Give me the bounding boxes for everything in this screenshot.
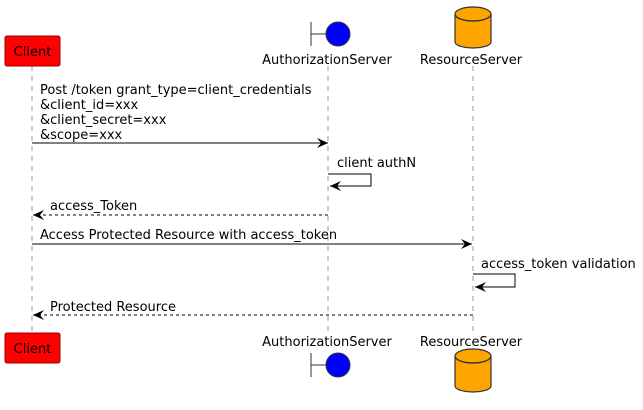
message-token-validation: access_token validation	[473, 257, 636, 292]
auth-label-top: AuthorizationServer	[262, 53, 392, 68]
client-label-top: Client	[14, 45, 52, 60]
resource-participant-bottom[interactable]: ResourceServer	[420, 335, 523, 393]
message-access-token: access_Token	[33, 199, 328, 220]
message-access-resource: Access Protected Resource with access_to…	[32, 228, 472, 249]
message-post-token-line-2: &client_id=xxx	[40, 98, 138, 113]
message-token-validation-label: access_token validation	[481, 257, 636, 272]
message-protected-resource: Protected Resource	[33, 300, 473, 320]
client-participant-top[interactable]: Client	[4, 35, 61, 67]
message-access-resource-label: Access Protected Resource with access_to…	[40, 228, 337, 243]
auth-participant-top[interactable]: AuthorizationServer	[262, 21, 393, 68]
client-participant-bottom[interactable]: Client	[4, 332, 61, 364]
message-post-token-line-4: &scope=xxx	[40, 128, 123, 143]
resource-label-top: ResourceServer	[420, 53, 523, 68]
client-label-bottom: Client	[14, 342, 52, 357]
message-post-token: Post /token grant_type=client_credential…	[32, 83, 328, 148]
resource-label-bottom: ResourceServer	[420, 335, 523, 350]
auth-label-bottom: AuthorizationServer	[262, 335, 392, 350]
database-icon-top	[454, 14, 492, 49]
database-icon-bottom	[454, 356, 492, 393]
message-protected-resource-label: Protected Resource	[50, 300, 176, 315]
resource-participant-top[interactable]: ResourceServer	[420, 6, 523, 68]
auth-participant-bottom[interactable]: AuthorizationServer	[262, 335, 393, 378]
boundary-icon-top	[325, 21, 351, 47]
message-client-authn: client authN	[328, 156, 416, 191]
message-client-authn-arrow	[328, 173, 372, 191]
message-token-validation-arrow	[473, 273, 516, 292]
boundary-icon-bottom	[325, 352, 351, 378]
message-access-token-label: access_Token	[50, 199, 137, 214]
message-post-token-line-1: Post /token grant_type=client_credential…	[40, 83, 312, 98]
message-client-authn-label: client authN	[337, 156, 416, 171]
message-post-token-line-3: &client_secret=xxx	[40, 113, 167, 128]
